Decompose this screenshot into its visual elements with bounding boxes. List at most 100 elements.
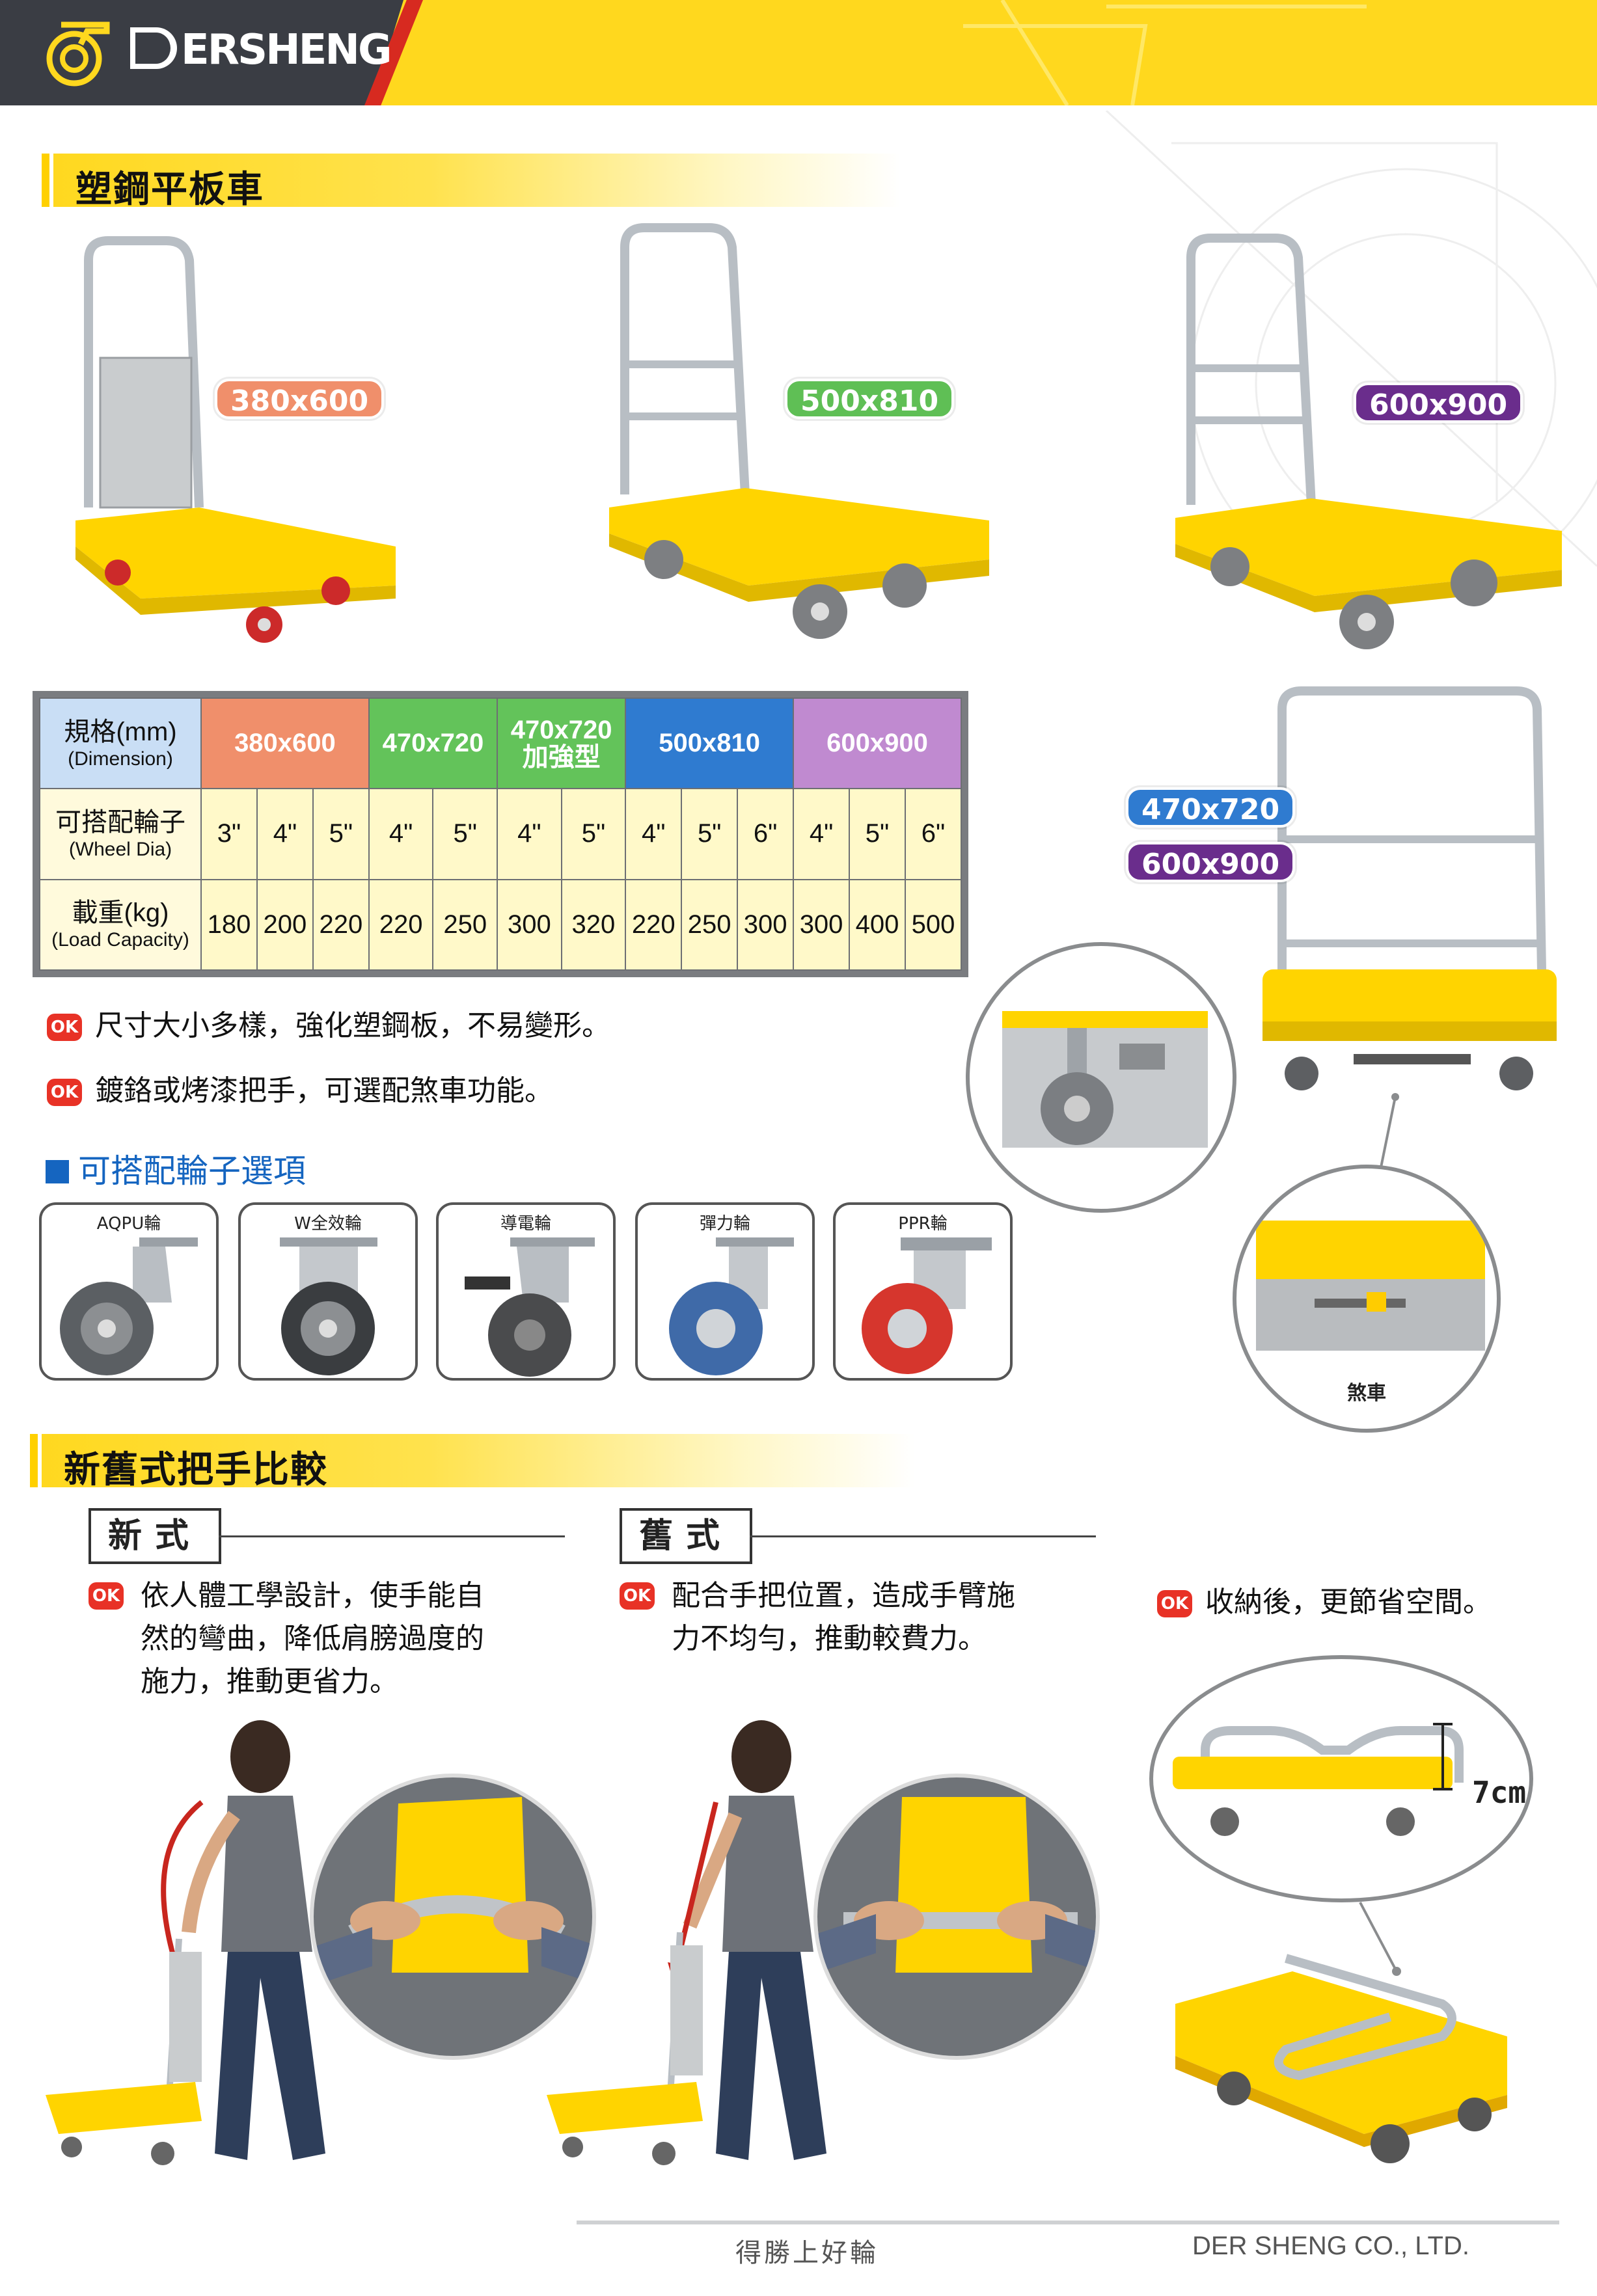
section-accent xyxy=(42,154,53,207)
wheel-label: 導電輪 xyxy=(500,1214,551,1234)
brand-d-mark xyxy=(130,27,177,69)
brake-detail-circle-1 xyxy=(966,942,1236,1213)
spec-table: 規格(mm)(Dimension) 380x600 470x720 470x72… xyxy=(39,697,962,971)
wheel-options-title: 可搭配輪子選項 xyxy=(78,1152,306,1190)
footer-divider xyxy=(577,2221,1559,2224)
spec-wheel-cell: 4" xyxy=(368,788,434,880)
brake-pedal-image xyxy=(1256,1221,1485,1351)
new-style-description: OK 依人體工學設計，使手能自 然的彎曲，降低肩膀過度的 施力，推動更省力。 xyxy=(89,1574,544,1703)
ok-badge-icon: OK xyxy=(47,1014,82,1041)
footer-company: DER SHENG CO., LTD. xyxy=(1192,2232,1469,2260)
spec-wheel-cell: 4" xyxy=(497,788,562,880)
new-style-line: 然的彎曲，降低肩膀過度的 xyxy=(141,1622,484,1655)
product-size-tag-2: 500x810 xyxy=(785,379,955,419)
brake-detail-circle-2: 煞車 xyxy=(1233,1165,1501,1433)
spec-table-frame: 規格(mm)(Dimension) 380x600 470x720 470x72… xyxy=(33,691,968,977)
spec-wheel-cell: 3" xyxy=(200,788,258,880)
brand-logo: ERSHENG xyxy=(130,26,392,74)
wheel-option-ppr: PPR輪 xyxy=(833,1202,1013,1381)
wheel-options-heading: 可搭配輪子選項 xyxy=(46,1145,306,1192)
new-style-label: 新式 xyxy=(89,1508,222,1564)
fold-height-label: 7cm xyxy=(1472,1775,1527,1810)
spec-label-wheel: 可搭配輪子(Wheel Dia) xyxy=(39,788,202,880)
section-heading-flatbed: 塑鋼平板車 xyxy=(42,154,901,211)
ok-badge-icon: OK xyxy=(89,1582,124,1610)
ppr-wheel-image xyxy=(862,1237,992,1374)
spec-label-dimension: 規格(mm)(Dimension) xyxy=(39,697,202,790)
spec-dim-600x900: 600x900 xyxy=(793,697,962,790)
folded-cart-side-image xyxy=(1173,1723,1464,1836)
aqpu-wheel-image xyxy=(60,1237,198,1375)
header-bar: ERSHENG xyxy=(0,0,1597,105)
spec-wheel-cell: 5" xyxy=(849,788,906,880)
old-style-person-image xyxy=(547,1720,826,2165)
spec-load-cell: 250 xyxy=(432,878,498,971)
spec-load-cell: 300 xyxy=(497,878,562,971)
new-handle-detail-circle xyxy=(310,1774,596,2060)
wheel-logo-icon xyxy=(46,21,110,87)
product-size-tag-3: 600x900 xyxy=(1354,383,1523,423)
flatbed-cart-side-image xyxy=(1263,686,1557,1090)
new-style-person-image xyxy=(46,1720,325,2165)
spec-load-cell: 320 xyxy=(560,878,627,971)
section-title: 塑鋼平板車 xyxy=(75,169,264,211)
side-size-tag-2: 600x900 xyxy=(1126,842,1296,882)
ok-badge-icon: OK xyxy=(47,1079,82,1106)
product-figure-2: 500x810 xyxy=(599,221,1002,651)
spec-load-cell: 250 xyxy=(681,878,739,971)
spec-label-load: 載重(kg)(Load Capacity) xyxy=(39,878,202,971)
spec-header-row: 規格(mm)(Dimension) 380x600 470x720 470x72… xyxy=(39,697,962,790)
header-dark-panel xyxy=(0,0,403,105)
spec-dim-470x720: 470x720 xyxy=(368,697,498,790)
new-style-divider xyxy=(219,1535,565,1537)
feature-item-2: OK 鍍鉻或烤漆把手，可選配煞車功能。 xyxy=(47,1067,553,1109)
spec-load-cell: 220 xyxy=(312,878,370,971)
brake-label: 煞車 xyxy=(1347,1382,1386,1405)
old-style-divider xyxy=(750,1535,1096,1537)
side-size-tag-1: 470x720 xyxy=(1126,787,1296,828)
feature-text: 鍍鉻或烤漆把手，可選配煞車功能。 xyxy=(95,1074,553,1107)
ok-badge-icon: OK xyxy=(1157,1590,1192,1617)
wheel-option-w: W全效輪 xyxy=(238,1202,418,1381)
w-wheel-image xyxy=(280,1237,377,1375)
brake-pointer-line xyxy=(1378,1093,1399,1174)
spec-wheel-cell: 6" xyxy=(905,788,962,880)
wheel-option-aqpu: AQPU輪 xyxy=(39,1202,219,1381)
spec-wheel-cell: 6" xyxy=(737,788,795,880)
spec-dim-500x810: 500x810 xyxy=(625,697,795,790)
section-accent xyxy=(30,1434,42,1487)
fold-pointer-line xyxy=(1359,1902,1401,1976)
flatbed-cart-small-image xyxy=(75,236,396,643)
spec-load-cell: 220 xyxy=(625,878,683,971)
section-heading-handle-compare: 新舊式把手比較 xyxy=(30,1434,915,1491)
spec-wheel-cell: 4" xyxy=(793,788,851,880)
wheel-label: PPR輪 xyxy=(898,1214,948,1234)
ok-badge-icon: OK xyxy=(620,1582,655,1610)
brand-name: ERSHENG xyxy=(181,26,392,74)
spec-load-cell: 200 xyxy=(256,878,314,971)
spec-load-cell: 220 xyxy=(368,878,434,971)
wheel-label: W全效輪 xyxy=(294,1214,362,1234)
new-style-line: 施力，推動更省力。 xyxy=(141,1665,398,1698)
flatbed-cart-large-image xyxy=(1175,234,1562,649)
wheel-label: 彈力輪 xyxy=(699,1214,750,1234)
new-style-line: 依人體工學設計，使手能自 xyxy=(141,1579,484,1612)
footer-slogan: 得勝上好輪 xyxy=(735,2238,879,2268)
spec-wheel-row: 可搭配輪子(Wheel Dia) 3" 4" 5" 4" 5" 4" 5" 4"… xyxy=(39,788,962,880)
header-decoration xyxy=(963,0,1367,105)
product-size-tag-1: 380x600 xyxy=(215,379,385,419)
elastic-wheel-image xyxy=(669,1237,794,1375)
product-figure-1: 380x600 xyxy=(62,234,401,651)
section-title: 新舊式把手比較 xyxy=(64,1449,328,1491)
spec-wheel-cell: 5" xyxy=(560,788,627,880)
old-style-label: 舊式 xyxy=(620,1508,753,1564)
old-style-line: 力不均勻，推動較費力。 xyxy=(672,1622,987,1655)
spec-load-cell: 180 xyxy=(200,878,258,971)
folded-cart-perspective-image xyxy=(1175,1954,1507,2163)
spec-wheel-cell: 5" xyxy=(312,788,370,880)
side-product-figure xyxy=(1256,683,1594,1113)
product-figure-3: 600x900 xyxy=(1165,232,1568,661)
